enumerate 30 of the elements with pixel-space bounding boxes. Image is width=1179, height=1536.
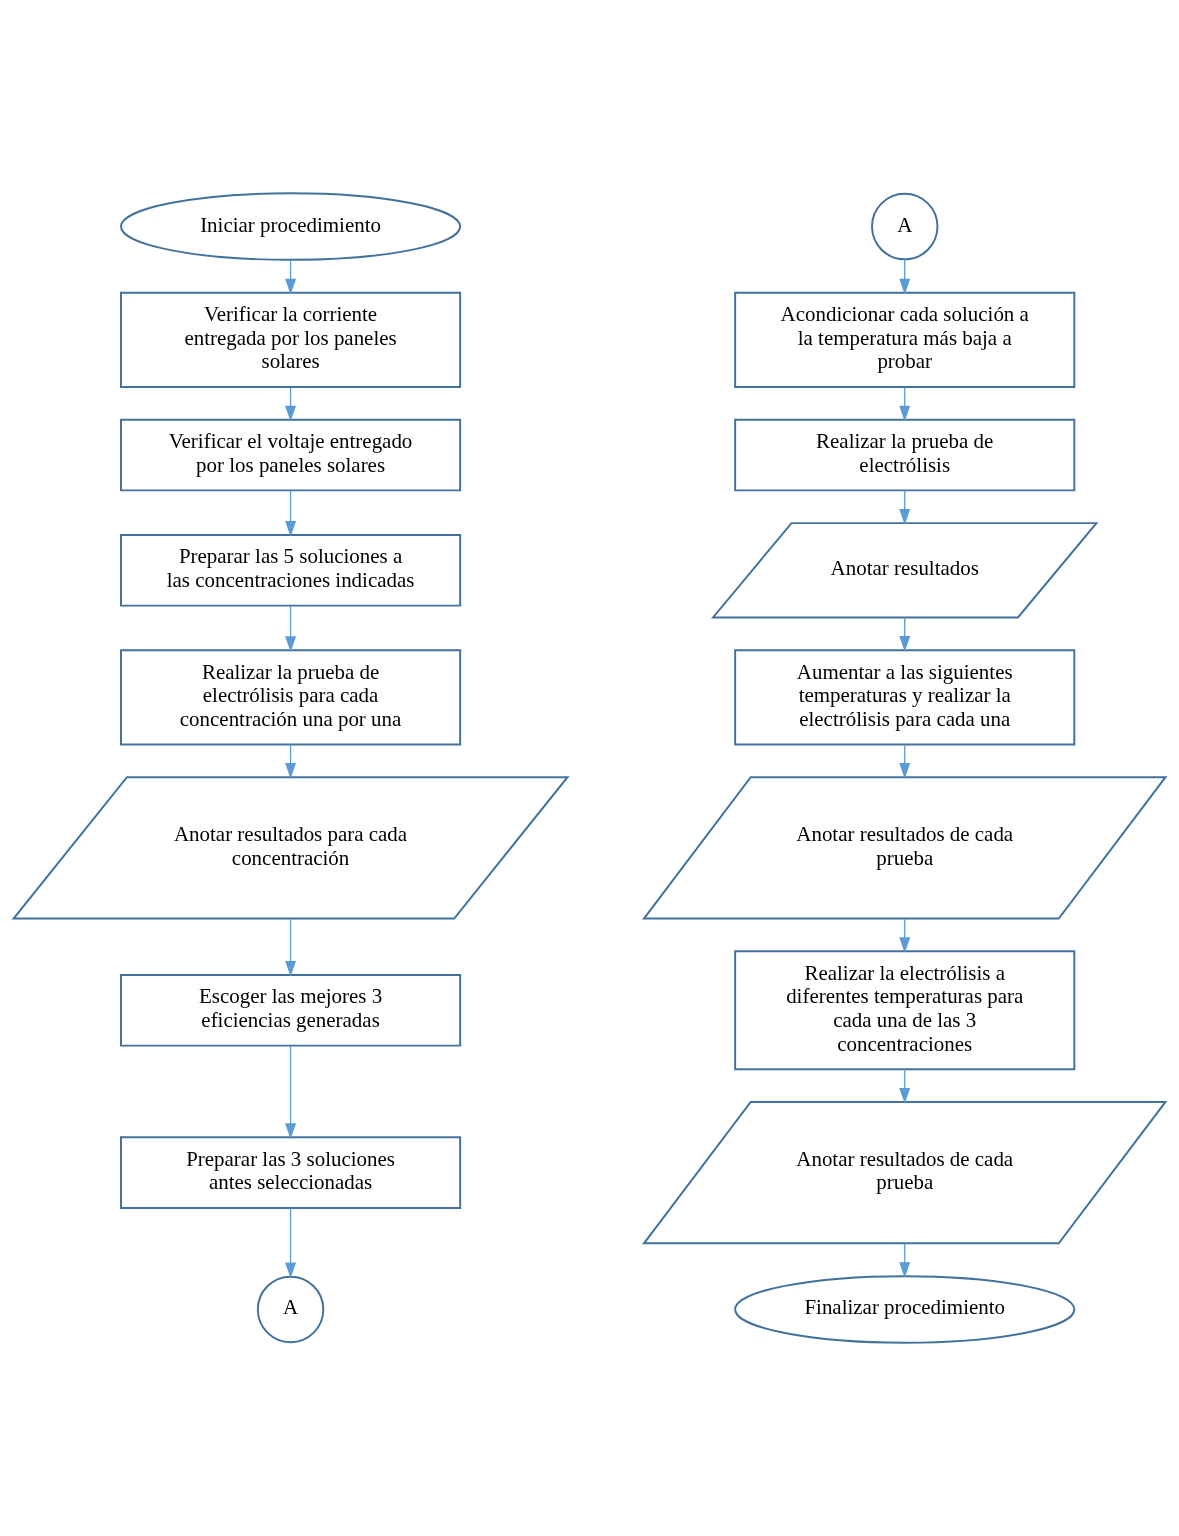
arrow <box>285 259 297 295</box>
arrow <box>285 1207 297 1279</box>
arrow <box>899 386 911 422</box>
arrow <box>285 1045 297 1140</box>
node-circle: A <box>871 192 939 261</box>
arrow <box>285 743 297 779</box>
arrow <box>899 918 911 954</box>
node-ellipse: Iniciar procedimiento <box>120 192 462 261</box>
node-box: Preparar las 3 soluciones antes seleccionadas <box>120 1136 462 1209</box>
node-box: Verificar la corriente entregada por los paneles solares <box>120 291 462 388</box>
arrow <box>899 490 911 525</box>
node-box: Verificar el voltaje entregado por los paneles solares <box>120 418 462 492</box>
arrow <box>899 616 911 652</box>
node-circle: A <box>256 1275 325 1344</box>
node-box: Preparar las 5 soluciones a las concentraciones indicadas <box>120 533 462 607</box>
node-box: Realizar la prueba de electrólisis para cada concentración una por una <box>120 649 462 746</box>
arrow <box>285 490 297 537</box>
node-box: Realizar la electrólisis a diferentes temperaturas para cada una de las 3 concentraciones <box>734 950 1076 1071</box>
arrow <box>285 386 297 422</box>
arrow <box>285 605 297 653</box>
node-ellipse: Finalizar procedimiento <box>734 1275 1076 1344</box>
arrow <box>285 918 297 977</box>
node-box: Realizar la prueba de electrólisis <box>734 418 1076 492</box>
node-box: Acondicionar cada solución a la temperatura más baja a probar <box>734 291 1076 388</box>
arrow <box>899 259 911 295</box>
node-box: Escoger las mejores 3 eficiencias generadas <box>120 973 462 1047</box>
arrow <box>899 1242 911 1278</box>
arrow <box>899 1068 911 1104</box>
node-box: Aumentar a las siguientes temperaturas y realizar la electrólisis para cada una <box>734 649 1076 746</box>
arrow <box>899 743 911 779</box>
